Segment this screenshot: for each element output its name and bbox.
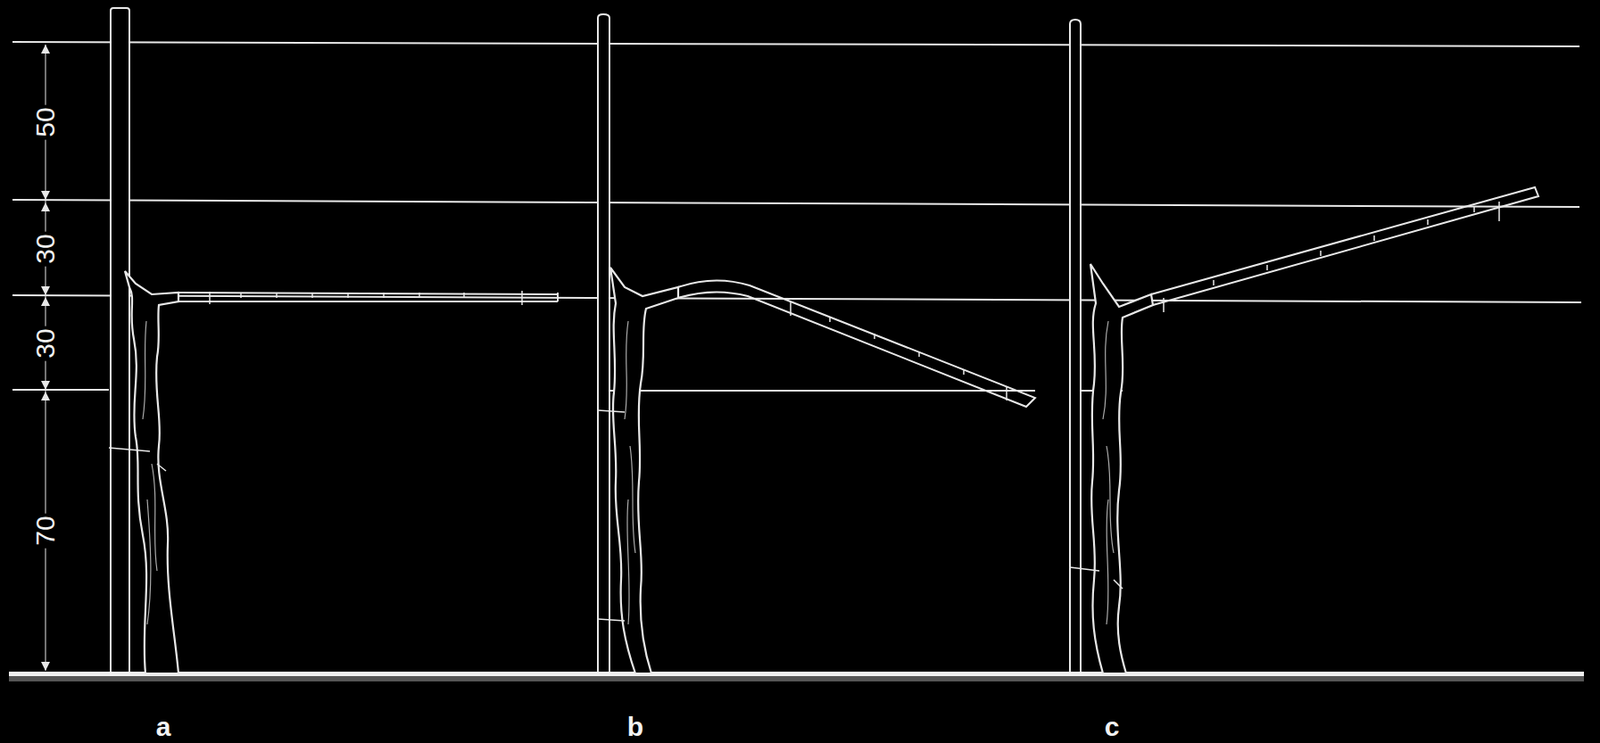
dimension-label: 30: [30, 231, 61, 266]
dimension-label: 50: [30, 104, 61, 140]
wires: [12, 41, 1582, 391]
ties: [108, 410, 1123, 622]
figure-letter: b: [627, 713, 644, 741]
dimension-label: 30: [30, 325, 61, 361]
ground: [8, 671, 1584, 682]
dimension-label: 70: [30, 513, 61, 548]
figure-letter: c: [1104, 713, 1120, 741]
posts: [110, 8, 1081, 674]
vine-trunks: [124, 264, 1153, 674]
bark-texture: [142, 321, 1114, 625]
vine-canes: [178, 187, 1539, 407]
figure-letter: a: [156, 713, 172, 741]
